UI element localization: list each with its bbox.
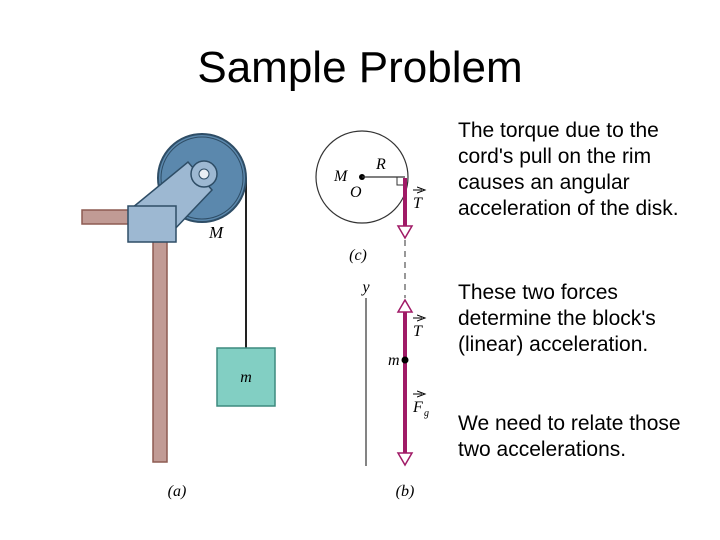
disk-outline: [315, 130, 409, 224]
pulley-mass-label: M: [208, 223, 224, 242]
panel-a: M m (a): [81, 133, 276, 500]
panel-c: M R O T (c): [315, 130, 423, 298]
pulley-bracket: [127, 160, 218, 243]
slide-title: Sample Problem: [197, 43, 523, 92]
panel-b: y T F g m (b): [360, 279, 429, 500]
hanging-block: [216, 347, 276, 407]
tension-label-block: T: [413, 323, 423, 340]
note-forces: These two forces determine the block's (…: [458, 281, 656, 356]
gravity-label: F: [412, 399, 423, 416]
table: [81, 209, 168, 463]
y-axis-label: y: [360, 279, 370, 296]
block-label: m: [240, 369, 252, 386]
disk-mass-label: M: [333, 168, 349, 185]
right-angle-mark: [396, 177, 405, 186]
block-point: [401, 356, 409, 364]
tension-label-disk: T: [413, 195, 423, 212]
note-relate: We need to relate those two acceleration…: [458, 412, 681, 461]
center-label: O: [350, 184, 362, 201]
gravity-subscript: g: [424, 408, 429, 419]
block-point-label: m: [388, 352, 400, 369]
caption-a: (a): [168, 483, 187, 500]
caption-c: (c): [349, 247, 367, 264]
radius-label: R: [375, 156, 386, 173]
caption-b: (b): [396, 483, 415, 500]
note-torque: The torque due to the cord's pull on the…: [458, 119, 679, 220]
